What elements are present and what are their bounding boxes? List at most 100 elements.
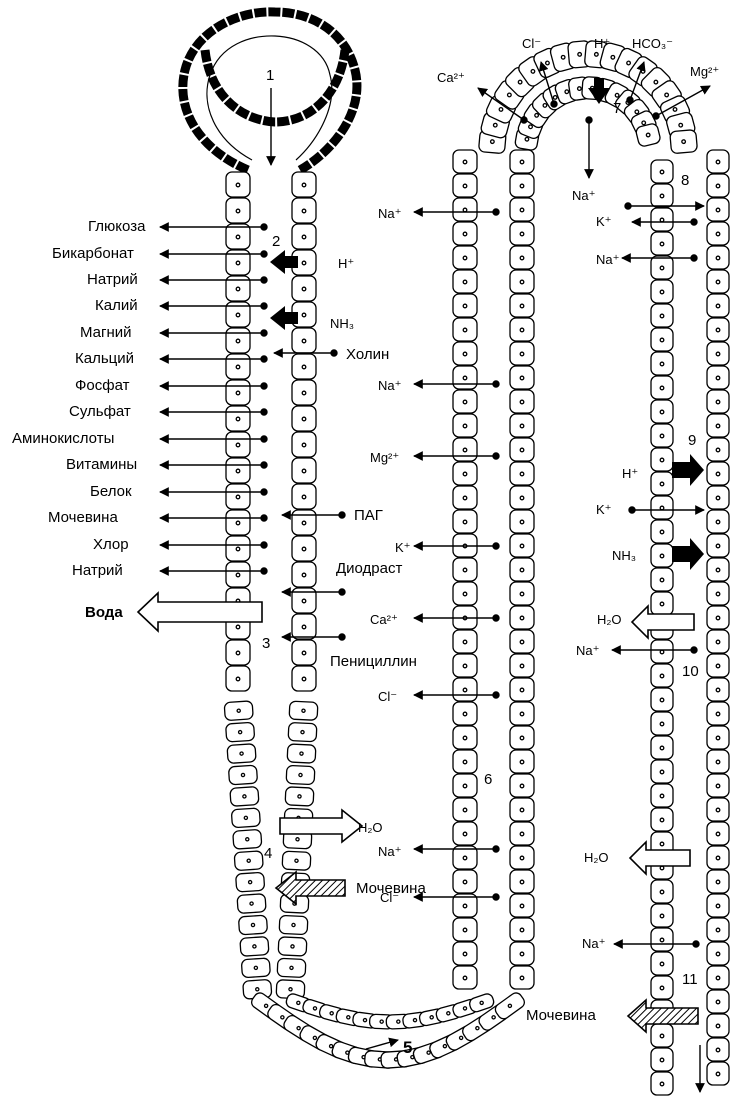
collecting-inner-cell-nucleus bbox=[716, 160, 720, 164]
collecting-inner-cell-nucleus bbox=[716, 328, 720, 332]
segment-number-10: 10 bbox=[682, 663, 699, 680]
collecting-inner-cell-nucleus bbox=[716, 184, 720, 188]
ascending-outer-cell-nucleus bbox=[463, 592, 467, 596]
collecting-inner-cell-nucleus bbox=[716, 616, 720, 620]
ascending-outer-cell-nucleus bbox=[463, 736, 467, 740]
segment-number-5: 5 bbox=[403, 1038, 412, 1057]
collecting-inner-cell-nucleus bbox=[716, 1072, 720, 1076]
descending-inner-cell bbox=[288, 723, 317, 742]
collecting-outer-cell-nucleus bbox=[660, 890, 664, 894]
collecting-outer-cell-nucleus bbox=[660, 650, 664, 654]
ascending-inner-cell-nucleus bbox=[520, 592, 524, 596]
distal-inner-cell-nucleus bbox=[646, 133, 650, 137]
coll-na-arrow-2-dot bbox=[691, 647, 697, 653]
label-vitamins: Витамины bbox=[66, 456, 137, 473]
ascending-inner-cell-nucleus bbox=[520, 880, 524, 884]
ascending-outer-cell-nucleus bbox=[463, 808, 467, 812]
loop-outer-cell-nucleus bbox=[296, 1026, 300, 1030]
descending-outer-cell bbox=[241, 958, 270, 978]
coll-urea: Мочевина bbox=[526, 1007, 596, 1024]
collecting-inner-cell-nucleus bbox=[716, 712, 720, 716]
collecting-outer-cell-nucleus bbox=[660, 746, 664, 750]
proximal-outer-cell-nucleus bbox=[236, 677, 240, 681]
collecting-outer-cell-nucleus bbox=[660, 242, 664, 246]
collecting-outer-cell-nucleus bbox=[660, 698, 664, 702]
loop-outer-cell-nucleus bbox=[264, 1004, 268, 1008]
collecting-inner-cell-nucleus bbox=[716, 1000, 720, 1004]
collecting-outer-cell-nucleus bbox=[660, 794, 664, 798]
asc-na-2: Na⁺ bbox=[378, 378, 401, 393]
segment-number-4: 4 bbox=[264, 845, 272, 862]
ascending-inner-cell-nucleus bbox=[520, 184, 524, 188]
collecting-inner-cell-nucleus bbox=[716, 256, 720, 260]
label-urea: Мочевина bbox=[48, 509, 118, 526]
distal-inner-cell-nucleus bbox=[577, 87, 581, 91]
distal-ca: Ca²⁺ bbox=[437, 70, 465, 85]
descending-inner-cell-nucleus bbox=[291, 945, 294, 948]
loop-inner-cell-nucleus bbox=[446, 1011, 450, 1015]
collecting-outer-cell-nucleus bbox=[660, 434, 664, 438]
collecting-outer-cell-nucleus bbox=[660, 770, 664, 774]
ascending-inner-cell-nucleus bbox=[520, 160, 524, 164]
proximal-outer-cell-nucleus bbox=[236, 391, 240, 395]
descending-outer-cell-nucleus bbox=[253, 945, 256, 948]
descending-inner-cell-nucleus bbox=[301, 730, 304, 733]
descending-outer-cell bbox=[237, 894, 266, 914]
ascending-inner-cell-nucleus bbox=[520, 424, 524, 428]
collecting-outer-cell-nucleus bbox=[660, 458, 664, 462]
collecting-outer-cell-nucleus bbox=[660, 338, 664, 342]
coll-na-arrow-1-dot bbox=[691, 255, 697, 261]
coll-na-arrow-3-dot bbox=[693, 941, 699, 947]
descending-outer-cell-nucleus bbox=[237, 709, 240, 712]
loop-outer-cell-nucleus bbox=[508, 1004, 512, 1008]
segment-number-3: 3 bbox=[262, 635, 270, 652]
coll-h-secretion-arrow bbox=[672, 454, 704, 486]
coll-k-out-arrow-dot bbox=[625, 203, 631, 209]
proximal-inner-cell-nucleus bbox=[302, 469, 306, 473]
label-glucose: Глюкоза bbox=[88, 218, 146, 235]
distal-mg: Mg²⁺ bbox=[690, 64, 719, 79]
loop-outer-cell-nucleus bbox=[443, 1044, 447, 1048]
distal-hco3: HCO₃⁻ bbox=[632, 36, 673, 51]
proximal-inner-cell-nucleus bbox=[302, 521, 306, 525]
asc-na-3: Na⁺ bbox=[378, 844, 401, 859]
ascending-outer-cell-nucleus bbox=[463, 304, 467, 308]
descending-outer-cell bbox=[227, 744, 256, 764]
ascending-inner-cell-nucleus bbox=[520, 688, 524, 692]
collecting-inner-cell-nucleus bbox=[716, 280, 720, 284]
asc-reabs-arrow-dot bbox=[493, 453, 499, 459]
asc-reabs-arrow-dot bbox=[493, 381, 499, 387]
coll-na-3: Na⁺ bbox=[582, 936, 605, 951]
collecting-inner-cell-nucleus bbox=[716, 544, 720, 548]
collecting-outer-cell-nucleus bbox=[660, 1034, 664, 1038]
collecting-inner-cell-nucleus bbox=[716, 208, 720, 212]
prox-reabs-arrow-dot bbox=[261, 542, 267, 548]
distal-inner-cell-nucleus bbox=[525, 137, 529, 141]
descending-inner-cell-nucleus bbox=[298, 795, 301, 798]
descending-outer-cell-nucleus bbox=[256, 988, 259, 991]
descending-inner-cell bbox=[286, 765, 315, 784]
ascending-inner-cell-nucleus bbox=[520, 856, 524, 860]
ascending-inner-cell-nucleus bbox=[520, 784, 524, 788]
ascending-inner-cell-nucleus bbox=[520, 544, 524, 548]
label-pag: ПАГ bbox=[354, 507, 383, 524]
cell-rows bbox=[224, 40, 729, 1095]
collecting-inner-cell-nucleus bbox=[716, 688, 720, 692]
prox-reabs-arrow-dot bbox=[261, 303, 267, 309]
proximal-inner-cell-nucleus bbox=[302, 625, 306, 629]
descending-outer-cell-nucleus bbox=[248, 880, 251, 883]
ascending-outer-cell-nucleus bbox=[463, 208, 467, 212]
distal-outer-cell-nucleus bbox=[673, 107, 678, 112]
prox-reabs-arrow-dot bbox=[261, 409, 267, 415]
descending-inner-cell bbox=[279, 915, 308, 934]
loop-inner-cell-nucleus bbox=[296, 1001, 300, 1005]
ascending-inner-cell-nucleus bbox=[520, 304, 524, 308]
ascending-outer-cell-nucleus bbox=[463, 400, 467, 404]
collecting-inner-cell-nucleus bbox=[716, 784, 720, 788]
prox-reabs-arrow-dot bbox=[261, 330, 267, 336]
loop-inner-cell-nucleus bbox=[430, 1015, 434, 1019]
distal-outer-cell-nucleus bbox=[561, 55, 565, 59]
distal-outer-cell-nucleus bbox=[499, 107, 504, 112]
asc-reabs-arrow-dot bbox=[493, 692, 499, 698]
collecting-inner-cell-nucleus bbox=[716, 400, 720, 404]
